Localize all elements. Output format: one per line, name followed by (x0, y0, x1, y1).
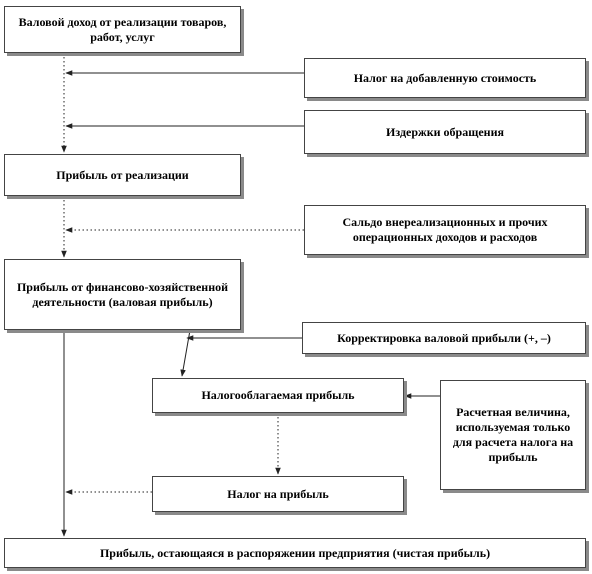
sales-profit-box: Прибыль от реализации (4, 154, 241, 196)
non-sales-balance-label: Сальдо внереализационных и прочих операц… (342, 215, 548, 244)
calculated-value-box: Расчетная величина, используемая только … (440, 380, 586, 490)
vat-box: Налог на добавленную стоимость (304, 58, 586, 98)
non-sales-balance-box: Сальдо внереализационных и прочих операц… (304, 205, 586, 255)
distribution-costs-label: Издержки обращения (386, 124, 504, 139)
gross-adjustment-label: Корректировка валовой прибыли (+, –) (337, 330, 551, 345)
profit-tax-box: Налог на прибыль (152, 476, 404, 512)
profit-tax-label: Налог на прибыль (227, 486, 329, 501)
gross-profit-label: Прибыль от финансово-хозяйственной деяте… (16, 279, 229, 309)
net-profit-label: Прибыль, остающаяся в распоряжении предп… (99, 545, 491, 560)
vat-label: Налог на добавленную стоимость (353, 70, 537, 85)
taxable-profit-box: Налогооблагаемая прибыль (152, 378, 404, 413)
gross-income-box: Валовой доход от реализации товаров, раб… (4, 6, 241, 53)
distribution-costs-box: Издержки обращения (304, 110, 586, 154)
net-profit-box: Прибыль, остающаяся в распоряжении предп… (4, 538, 586, 568)
gross-profit-box: Прибыль от финансово-хозяйственной деяте… (4, 259, 241, 330)
sales-profit-label: Прибыль от реализации (56, 167, 189, 182)
calculated-value-label: Расчетная величина, используемая только … (452, 405, 574, 464)
gross-income-label: Валовой доход от реализации товаров, раб… (18, 14, 227, 44)
taxable-profit-label: Налогооблагаемая прибыль (201, 388, 355, 402)
gross-adjustment-box: Корректировка валовой прибыли (+, –) (302, 322, 586, 354)
